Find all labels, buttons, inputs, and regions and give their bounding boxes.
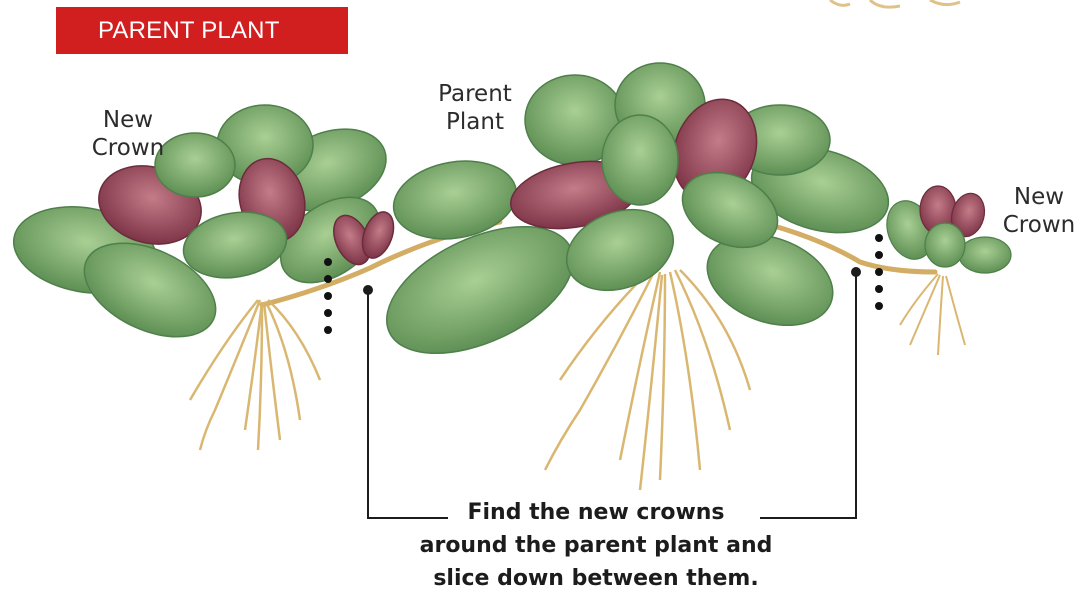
parent-plant-label: Parent Plant	[420, 80, 530, 136]
cropped-roots-top-right	[830, 0, 960, 7]
instruction-caption: Find the new crowns around the parent pl…	[396, 496, 796, 595]
left-new-crown-label: New Crown	[78, 106, 178, 162]
caption-line-2: around the parent plant and	[396, 529, 796, 562]
right-cut-dots	[875, 234, 883, 310]
right-new-crown-label: New Crown	[990, 183, 1088, 239]
caption-line-1: Find the new crowns	[396, 496, 796, 529]
left-crown-plant	[7, 105, 398, 450]
right-roots	[900, 274, 965, 355]
parent-roots	[545, 270, 750, 490]
caption-line-3: slice down between them.	[396, 562, 796, 595]
